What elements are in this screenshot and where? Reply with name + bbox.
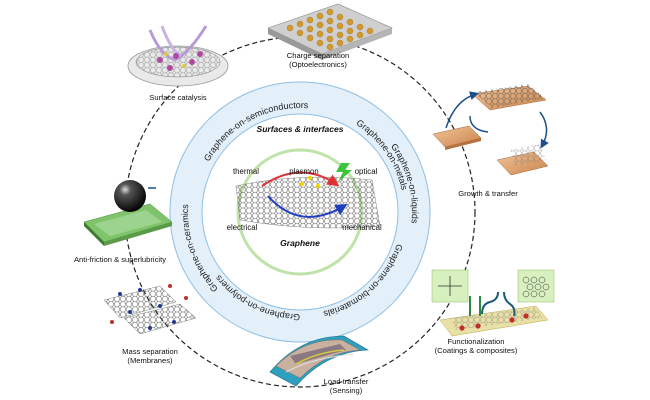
caption-surface-catalysis: Surface catalysis bbox=[149, 93, 207, 102]
caption-load-transfer-1: Load transfer bbox=[324, 377, 369, 386]
mass-separation-illustration bbox=[103, 284, 197, 335]
anti-friction-illustration bbox=[83, 180, 173, 246]
load-transfer-illustration bbox=[269, 335, 370, 387]
caption-functionalization-2: (Coatings & composites) bbox=[435, 346, 518, 355]
surface-catalysis-illustration bbox=[127, 25, 229, 87]
growth-transfer-illustration bbox=[432, 84, 549, 176]
charge-separation-illustration bbox=[267, 3, 393, 60]
caption-functionalization-1: Functionalization bbox=[448, 337, 505, 346]
graphene-sheet-illustration bbox=[235, 163, 381, 229]
property-thermal: thermal bbox=[233, 167, 259, 176]
center-title-surfaces: Surfaces & interfaces bbox=[257, 124, 344, 134]
property-optical: optical bbox=[355, 167, 378, 176]
lightning-bolt-icon bbox=[336, 163, 352, 182]
caption-anti-friction: Anti-friction & superlubricity bbox=[74, 255, 166, 264]
caption-charge-separation-1: Charge separation bbox=[287, 51, 349, 60]
sphere-icon bbox=[114, 180, 146, 212]
caption-growth-transfer: Growth & transfer bbox=[458, 189, 518, 198]
property-electrical: electrical bbox=[227, 223, 258, 232]
plasmon-arrow bbox=[261, 171, 340, 187]
property-plasmon: plasmon bbox=[289, 167, 318, 176]
caption-mass-separation-1: Mass separation bbox=[122, 347, 178, 356]
electrical-arrow bbox=[267, 195, 348, 218]
caption-charge-separation-2: (Optoelectronics) bbox=[289, 60, 347, 69]
caption-mass-separation-2: (Membranes) bbox=[127, 356, 173, 365]
functionalization-illustration bbox=[431, 269, 555, 337]
center-title-graphene: Graphene bbox=[280, 238, 320, 248]
caption-load-transfer-2: (Sensing) bbox=[330, 386, 363, 395]
property-mechanical: mechanical bbox=[342, 223, 382, 232]
